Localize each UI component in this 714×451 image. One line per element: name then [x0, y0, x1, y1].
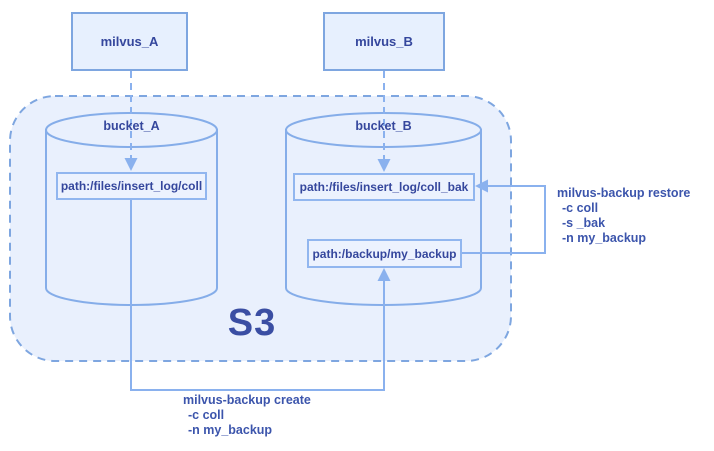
path-my-backup-node: path:/backup/my_backup	[307, 239, 462, 268]
restore-command-arg: -c coll	[562, 201, 599, 215]
path-coll-label: path:/files/insert_log/coll	[60, 179, 203, 193]
restore-command-annotation: milvus-backup restore -c coll -s _bak -n…	[557, 186, 690, 246]
s3-title: S3	[227, 302, 277, 344]
milvus-a-label: milvus_A	[100, 34, 159, 49]
restore-command-arg: -n my_backup	[562, 231, 647, 245]
restore-command-arg: -s _bak	[562, 216, 606, 230]
path-coll-bak-label: path:/files/insert_log/coll_bak	[299, 180, 469, 194]
create-flow-connector	[130, 200, 391, 391]
milvus-b-node: milvus_B	[323, 12, 445, 71]
create-command-arg: -c coll	[188, 408, 225, 422]
restore-flow-connector	[462, 179, 546, 254]
create-command-annotation: milvus-backup create -c coll -n my_backu…	[183, 393, 311, 438]
milvus-a-node: milvus_A	[71, 12, 188, 71]
path-coll-bak-node: path:/files/insert_log/coll_bak	[293, 173, 475, 201]
path-coll-node: path:/files/insert_log/coll	[56, 172, 207, 200]
bucket-b-label: bucket_B	[355, 119, 412, 133]
arrow-left-icon	[475, 179, 488, 193]
bucket-a-label: bucket_A	[103, 119, 160, 133]
path-my-backup-label: path:/backup/my_backup	[312, 246, 457, 261]
milvus-b-label: milvus_B	[355, 34, 413, 49]
arrow-down-icon	[124, 158, 138, 171]
create-command-title: milvus-backup create	[183, 393, 311, 407]
create-command-arg: -n my_backup	[188, 423, 273, 437]
arrow-down-icon	[377, 159, 391, 172]
milvus-a-to-bucket-arrow	[124, 71, 138, 171]
arrow-up-icon	[377, 268, 391, 281]
restore-command-title: milvus-backup restore	[557, 186, 691, 200]
milvus-b-to-bucket-arrow	[377, 71, 391, 172]
